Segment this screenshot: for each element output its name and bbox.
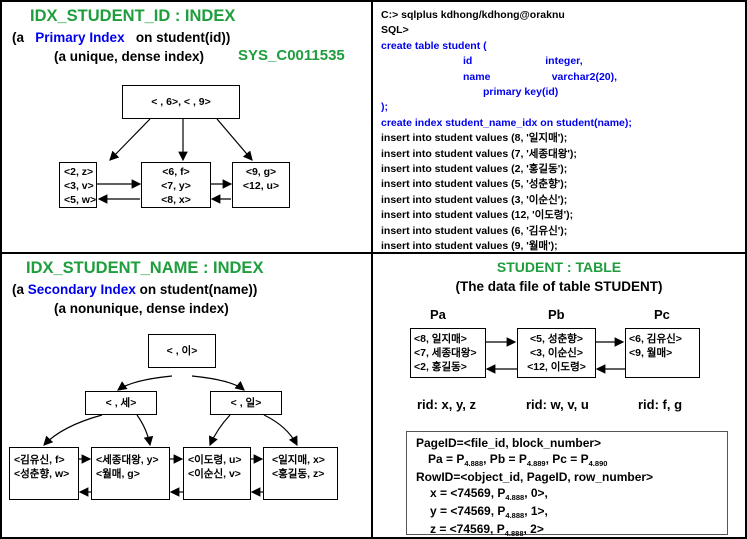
- secondary-index-desc: (a Secondary Index on student(name)): [12, 282, 258, 297]
- page-id-values: Pa = P4.888, Pb = P4.889, Pc = P4.890: [428, 452, 608, 468]
- page-name-pc: Pc: [654, 307, 670, 322]
- secondary-index-highlight: Secondary Index: [27, 282, 136, 297]
- rowid-definition: RowID=<object_id, PageID, row_number>: [416, 470, 654, 484]
- table-title: STUDENT : TABLE: [496, 259, 622, 275]
- data-page-pa: <8, 일지매><7, 세종대왕><2, 홍길동>: [410, 328, 486, 378]
- sql-line: );: [381, 101, 388, 114]
- data-page-pc: <6, 김유신><9, 월매>: [625, 328, 700, 378]
- secondary-index-title: IDX_STUDENT_NAME : INDEX: [26, 259, 264, 277]
- secondary-index-panel: IDX_STUDENT_NAME : INDEX (a Secondary In…: [0, 252, 373, 539]
- primary-leaf-node: <9, g><12, u>: [232, 162, 290, 208]
- sql-line: insert into student values (6, '김유신');: [381, 224, 568, 237]
- rowid-y: y = <74569, P4.888, 1>,: [430, 504, 548, 520]
- rid-pa: rid: x, y, z: [417, 397, 476, 412]
- rowid-x: x = <74569, P4.888, 0>,: [430, 486, 548, 502]
- primary-index-desc: (a Primary Index on student(id)): [12, 30, 231, 45]
- pageid-definition: PageID=<file_id, block_number>: [416, 436, 602, 450]
- sql-line: SQL>: [381, 24, 409, 37]
- sql-line: create table student (: [381, 39, 487, 52]
- sql-line: name varchar2(20),: [463, 70, 618, 83]
- secondary-leaf-node: <김유신, f><성춘향, w>: [9, 447, 79, 500]
- table-subtitle: (The data file of table STUDENT): [455, 279, 663, 294]
- rid-pb: rid: w, v, u: [526, 397, 589, 412]
- sql-line: insert into student values (8, '일지매');: [381, 132, 568, 145]
- sql-line: id integer,: [463, 55, 583, 68]
- primary-root-node: < , 6>, < , 9>: [122, 85, 240, 119]
- secondary-mid-node: < , 일>: [210, 391, 282, 415]
- secondary-index-arrows: [43, 375, 298, 497]
- sql-line: insert into student values (3, '이순신');: [381, 193, 568, 206]
- secondary-mid-node: < , 세>: [85, 391, 157, 415]
- primary-index-title: IDX_STUDENT_ID : INDEX: [30, 7, 236, 25]
- sql-line: primary key(id): [483, 86, 559, 99]
- primary-index-panel: IDX_STUDENT_ID : INDEX (a Primary Index …: [0, 0, 373, 254]
- sql-line: insert into student values (9, '월매');: [381, 240, 558, 253]
- secondary-index-kind: (a nonunique, dense index): [54, 301, 229, 316]
- sql-line: insert into student values (12, '이도령');: [381, 209, 574, 222]
- primary-constraint-name: SYS_C0011535: [238, 47, 345, 64]
- primary-index-arrows: [97, 118, 253, 204]
- rowid-z: z = <74569, P4.888, 2>: [430, 522, 544, 538]
- secondary-leaf-node: <일지매, x><홍길동, z>: [263, 447, 338, 500]
- page-name-pa: Pa: [430, 307, 446, 322]
- primary-index-highlight: Primary Index: [35, 30, 125, 45]
- rid-pc: rid: f, g: [638, 397, 683, 412]
- primary-index-kind: (a unique, dense index): [54, 49, 205, 64]
- sql-line: insert into student values (7, '세종대왕');: [381, 147, 577, 160]
- sql-line: insert into student values (5, '성춘향');: [381, 178, 568, 191]
- secondary-leaf-node: <이도령, u><이순신, v>: [183, 447, 251, 500]
- sql-line: insert into student values (2, '홍길동');: [381, 163, 568, 176]
- secondary-leaf-node: <세종대왕, y><월매, g>: [91, 447, 170, 500]
- sql-line: C:> sqlplus kdhong/kdhong@oraknu: [381, 9, 565, 21]
- data-page-pb: <5, 성춘향><3, 이순신><12, 이도령>: [517, 328, 596, 378]
- primary-leaf-node: <6, f><7, y><8, x>: [141, 162, 211, 208]
- sql-line: create index student_name_idx on student…: [381, 116, 632, 129]
- secondary-root-node: < , 이>: [148, 334, 216, 368]
- page-chain-arrows: [485, 337, 625, 374]
- rowid-info-box: PageID=<file_id, block_number> Pa = P4.8…: [406, 431, 728, 537]
- student-table-panel: STUDENT : TABLE (The data file of table …: [371, 252, 747, 539]
- page-name-pb: Pb: [548, 307, 565, 322]
- primary-leaf-node: <2, z><3, v><5, w>: [59, 162, 97, 208]
